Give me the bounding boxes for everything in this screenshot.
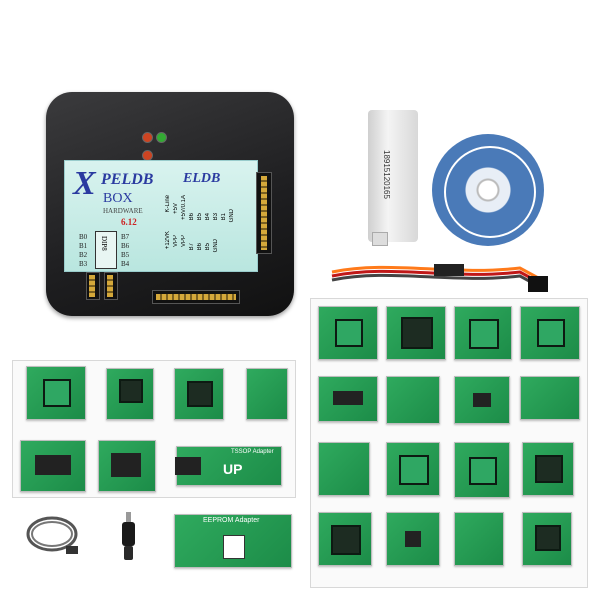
right-pin-header: [256, 172, 272, 254]
left-pin-header-2: [104, 272, 118, 300]
adapter-board: [520, 376, 580, 420]
dip8-label: DIP8: [100, 236, 108, 251]
pin-label: B5: [121, 251, 130, 259]
wire-red: [331, 269, 543, 286]
pin-label: B6: [189, 213, 195, 221]
ribbon-cable: [331, 264, 548, 292]
adapter-board: [386, 306, 446, 360]
adapter-board: [318, 442, 370, 496]
adapter-board: [318, 306, 378, 360]
left-pin-header: [86, 272, 100, 300]
adapter-board: [522, 512, 572, 566]
adapter-board: [318, 512, 372, 566]
adapter-board: [318, 376, 378, 422]
tssop-label: TSSOP Adapter: [231, 449, 274, 455]
adapter-board: [386, 512, 440, 566]
pin-label: +5V: [173, 203, 179, 214]
pin-label: B6: [121, 242, 130, 250]
red-led-icon: [142, 132, 153, 143]
pin-label: K-Line: [165, 195, 171, 213]
dip8-socket: DIP8: [95, 231, 117, 269]
usb-dongle: [368, 110, 418, 242]
adapter-board: [454, 306, 512, 360]
eeprom-label: EEPROM Adapter: [203, 517, 260, 524]
pin-label: B1: [221, 213, 227, 221]
up-label: UP: [223, 461, 243, 477]
pin-label: B3: [213, 213, 219, 221]
pin-label: GND: [213, 239, 219, 253]
adapter-board: [98, 440, 156, 492]
header-pins: [156, 294, 236, 300]
header-pins: [89, 275, 95, 297]
adapter-board: [522, 442, 574, 496]
adapter-board: [20, 440, 86, 492]
pin-label: B2: [79, 251, 88, 259]
pin-label: B4: [205, 213, 211, 221]
pin-label: B1: [79, 242, 88, 250]
cd-ring: [444, 146, 536, 238]
adapter-board: [386, 442, 440, 496]
wire-dark: [331, 273, 543, 290]
logo-x: X: [73, 165, 96, 202]
wire-orange: [331, 265, 543, 282]
pin-label: B5: [205, 243, 211, 251]
pin-label: B7: [121, 233, 130, 241]
eeprom-adapter-board: EEPROM Adapter: [174, 514, 292, 568]
pin-label: +12VK: [165, 231, 171, 250]
bottom-pin-header: [152, 290, 240, 304]
green-led-icon: [156, 132, 167, 143]
header-pins: [107, 275, 113, 297]
brand-logo: ELDB: [183, 171, 221, 186]
dongle-serial: 18915120165: [382, 150, 391, 199]
pin-labels-left: B0 B1 B2 B3: [79, 233, 87, 269]
adapter-board: [26, 366, 86, 420]
logo-brand: PELDB: [101, 171, 154, 188]
logo-hardware: HARDWARE: [103, 207, 143, 215]
adapter-board: [386, 376, 440, 424]
pin-label: B5: [197, 213, 203, 221]
adapter-board: [174, 368, 224, 420]
pin-label: B6: [197, 243, 203, 251]
device-label: X PELDB BOX HARDWARE 6.12 ELDB B0 B1 B2 …: [64, 160, 258, 272]
adapter-board: [520, 306, 580, 360]
pin-label: VPP: [181, 235, 187, 248]
header-pins: [261, 176, 267, 250]
dongle-plug: [372, 232, 388, 246]
logo-model: BOX: [103, 191, 133, 206]
pin-label: +5V/0.1A: [181, 195, 187, 220]
pin-label: B7: [189, 243, 195, 251]
vertical-pin-labels: +12VK VPP VPP B7 B6 B5 GND K-Line +5V +5…: [165, 195, 255, 267]
adapter-board: [454, 442, 510, 498]
pin-labels-right: B7 B6 B5 B4: [121, 233, 129, 269]
pin-label: B3: [79, 260, 88, 268]
cable-sleeve: [434, 264, 464, 276]
pin-label: GND: [229, 209, 235, 223]
adapter-board: [454, 512, 504, 566]
pin-label: VPP: [173, 235, 179, 248]
pin-label: B0: [79, 233, 88, 241]
adapter-board: [246, 368, 288, 420]
usb-cable: [26, 516, 78, 554]
adapter-board: [106, 368, 154, 420]
cable-connector: [528, 276, 548, 292]
version-label: 6.12: [121, 217, 137, 227]
power-plug: [122, 512, 135, 560]
status-leds: [142, 130, 182, 161]
pin-label: B4: [121, 260, 130, 268]
xprog-logo: X PELDB BOX HARDWARE 6.12: [69, 165, 153, 235]
up-adapter-board: UP TSSOP Adapter: [175, 446, 282, 486]
adapter-board: [454, 376, 510, 424]
